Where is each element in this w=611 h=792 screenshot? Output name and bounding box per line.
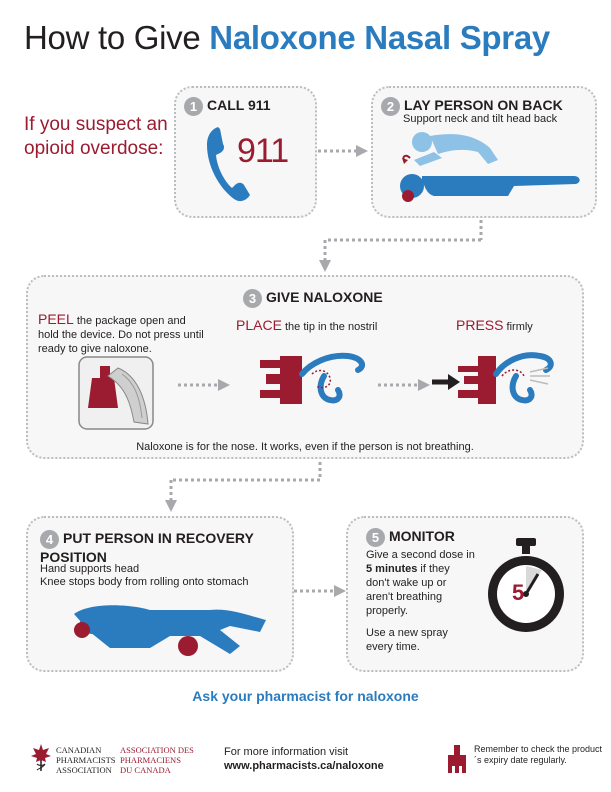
step5-text-before: Give a second dose in [366,549,475,561]
arrow-step2-to-step3 [318,218,486,274]
peel-text: the package open and hold the device. Do… [38,315,204,355]
step2-subtitle: Support neck and tilt head back [403,113,558,125]
cpha-logo-icon [30,742,52,772]
arrow-step1-to-step2 [318,144,368,158]
org-en-line3: Association [56,765,112,775]
step2-title-text: LAY PERSON ON BACK [404,97,563,114]
step5-number: 5 [366,528,385,547]
step5-text-bold: 5 minutes [366,563,418,575]
expiry-reminder: Remember to check the product´s expiry d… [474,744,603,765]
step5-text: Give a second dose in 5 minutes if they … [366,548,476,618]
step3-title-text: GIVE NALOXONE [266,289,383,306]
step5-text-after: if they don't wake up or aren't breathin… [366,563,450,617]
press-text: firmly [503,321,533,333]
step5-text2: Use a new spray every time. [366,627,448,653]
recovery-position-illustration [70,596,280,660]
org-en-line2: Pharmacists [56,755,116,765]
lay-person-illustration [394,130,584,210]
org-fr-line3: du Canada [120,765,171,775]
org-fr-line1: Association des [120,745,194,755]
step5-title-text: MONITOR [389,528,455,545]
peel-instruction: PEEL the package open and hold the devic… [38,312,208,356]
step1-number: 1 [184,97,203,116]
peel-keyword: PEEL [38,311,74,327]
press-keyword: PRESS [456,317,504,333]
footer-info: For more information visit www.pharmacis… [224,745,384,773]
naloxone-device-icon [446,744,468,774]
org-fr-line2: Pharmaciens [120,755,181,765]
org-name-en: Canadian Pharmacists Association [56,745,116,775]
phone-icon [204,123,254,203]
press-instruction: PRESS firmly [456,318,533,334]
place-instruction: PLACE the tip in the nostril [236,318,377,334]
org-name-fr: Association des Pharmaciens du Canada [120,745,194,775]
place-keyword: PLACE [236,317,282,333]
step3-number: 3 [243,289,262,308]
page-title: How to Give Naloxone Nasal Spray [24,18,550,58]
ask-pharmacist: Ask your pharmacist for naloxone [192,688,419,704]
stopwatch-icon [484,536,568,646]
timer-value: 5 [512,580,525,605]
arrow-place-to-press [378,378,430,392]
place-nostril-illustration [258,346,368,410]
step4-title-text: PUT PERSON IN RECOVERY POSITION [40,530,254,565]
intro-text: If you suspect an opioid overdose: [24,114,168,159]
package-peel-illustration [78,356,154,430]
arrow-step3-to-step4 [164,460,326,516]
step4-line2: Knee stops body from rolling onto stomac… [40,576,249,588]
step1-title-text: CALL 911 [207,97,271,114]
title-part1: How to Give [24,19,210,56]
footer-url-link[interactable]: www.pharmacists.ca/naloxone [224,760,384,772]
arrow-step4-to-step5 [294,584,346,598]
phone-number: 911 [237,132,289,170]
arrow-peel-to-place [178,378,230,392]
press-spray-illustration [430,346,560,410]
footer-info-line1: For more information visit [224,746,349,758]
step4-line1: Hand supports head [40,563,140,575]
step4-card [26,516,294,672]
place-text: the tip in the nostril [281,321,378,333]
title-part2: Naloxone Nasal Spray [209,19,550,56]
step3-note: Naloxone is for the nose. It works, even… [136,441,474,453]
step4-number: 4 [40,530,59,549]
step2-number: 2 [381,97,400,116]
org-en-line1: Canadian [56,745,102,755]
